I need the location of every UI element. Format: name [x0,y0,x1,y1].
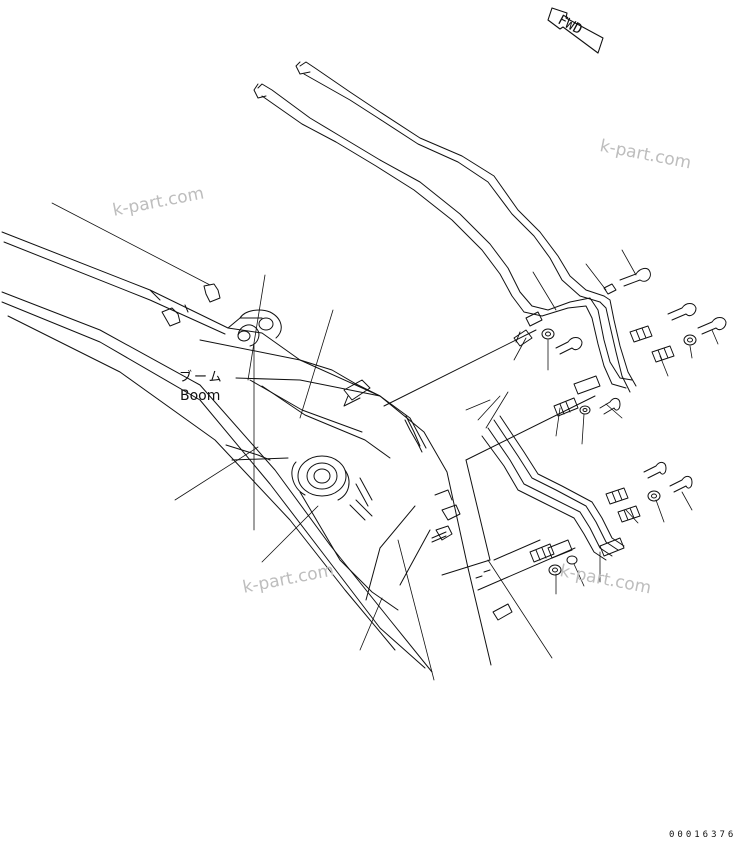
fittings [431,267,727,579]
lower-hose-assembly [481,415,625,561]
upper-hose-assembly [253,61,637,393]
boom-body [1,231,513,673]
boom-label-en: Boom [180,388,221,404]
leader-lines [51,202,719,681]
detail-frame [383,329,596,591]
boom-label-jp: ブーム [179,370,224,385]
fwd-arrow-icon [547,7,604,54]
drawing-number: 00016376 [669,830,737,840]
